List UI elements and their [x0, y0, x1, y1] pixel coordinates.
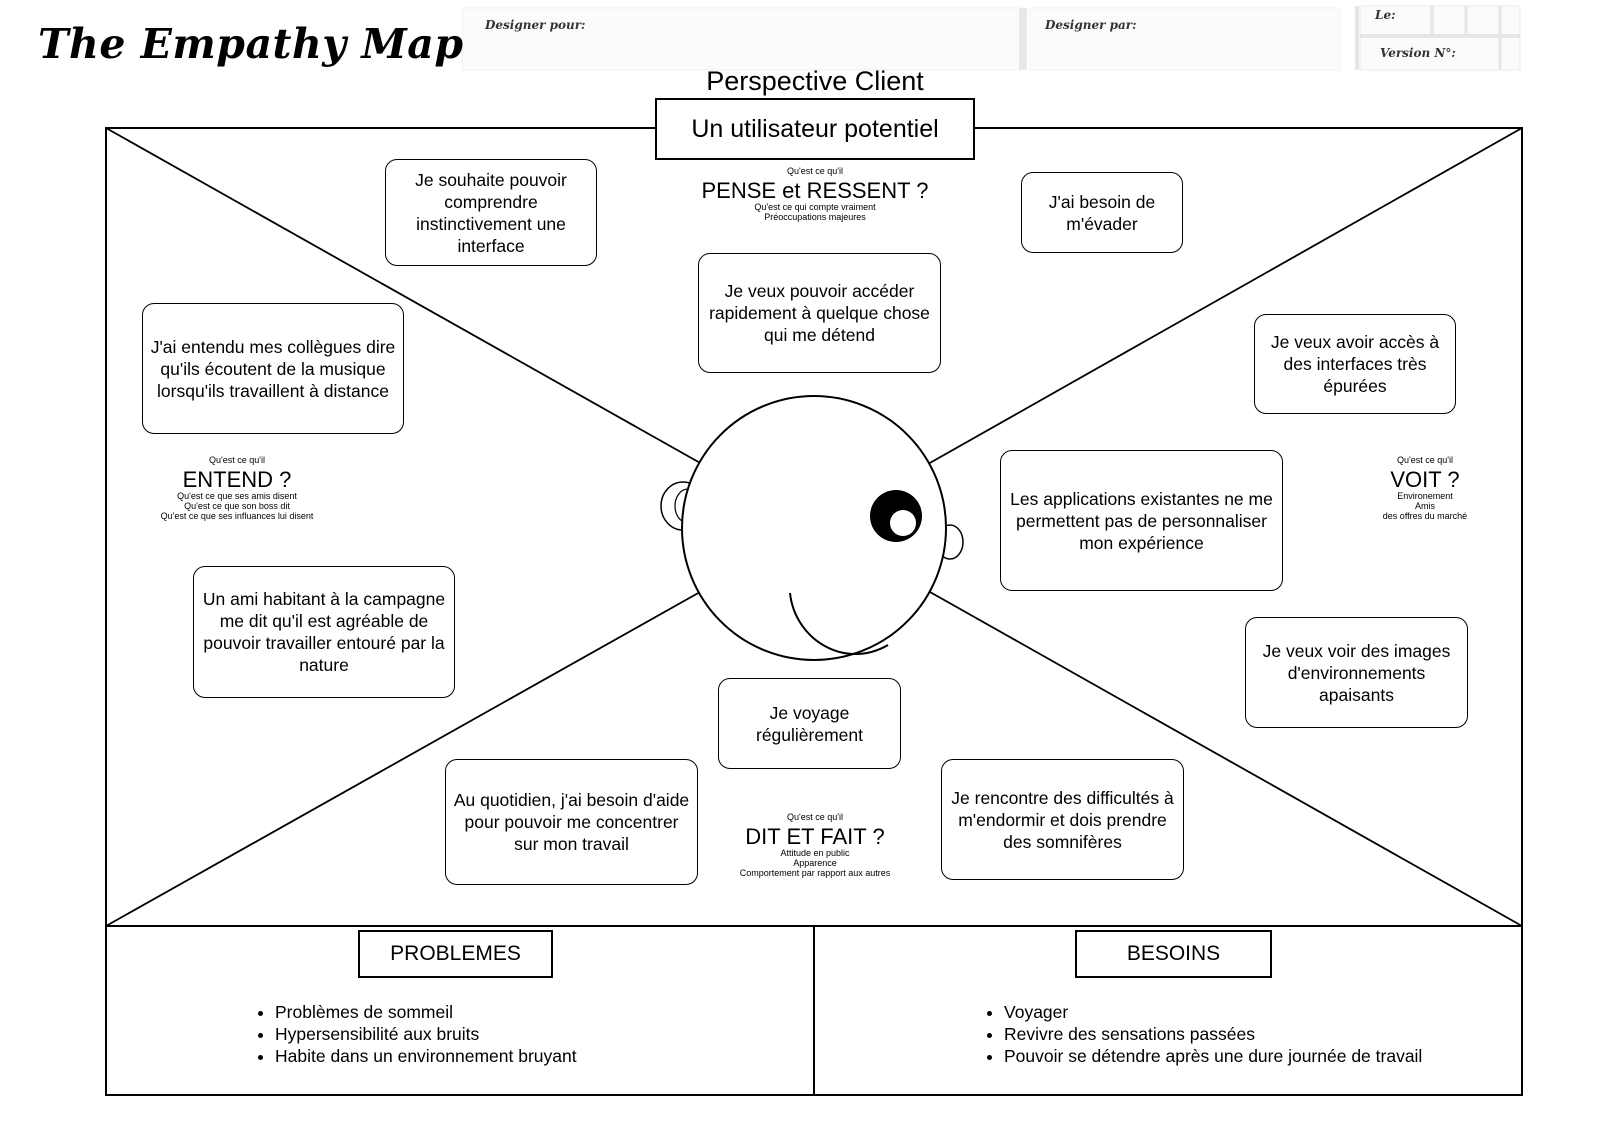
- zone-question: Qu'est ce qu'il: [787, 812, 843, 822]
- zone-subtext: Qu'est ce qui compte vraiment: [754, 202, 876, 213]
- diagonal-bottom-left: [105, 591, 701, 927]
- needs-list: Voyager Revivre des sensations passées P…: [980, 1001, 1422, 1067]
- diagonal-top-right: [927, 127, 1523, 465]
- note-friend-countryside[interactable]: Un ami habitant à la campagne me dit qu'…: [193, 566, 455, 698]
- note-travel[interactable]: Je voyage régulièrement: [718, 678, 901, 769]
- zone-subtext: Amis: [1415, 500, 1435, 511]
- zone-heading: PENSE et RESSENT ?: [701, 177, 929, 203]
- zone-hears: Qu'est ce qu'il ENTEND ? Qu'est ce que s…: [142, 455, 332, 522]
- needs-title-box: BESOINS: [1075, 930, 1272, 978]
- zone-subtext: Environement: [1397, 491, 1453, 502]
- list-item: Problèmes de sommeil: [275, 1001, 577, 1023]
- needs-title: BESOINS: [1126, 942, 1221, 965]
- designed-by-field: [1029, 7, 1341, 71]
- note-soothing-images[interactable]: Je veux voir des images d'environnements…: [1245, 617, 1468, 728]
- problems-title: PROBLEMES: [390, 942, 521, 965]
- zone-subtext: Préoccupations majeures: [764, 211, 866, 222]
- zone-heading: DIT ET FAIT ?: [745, 823, 885, 849]
- list-item: Revivre des sensations passées: [1004, 1023, 1422, 1045]
- note-access-relax[interactable]: Je veux pouvoir accéder rapidement à que…: [698, 253, 941, 373]
- note-focus-help[interactable]: Au quotidien, j'ai besoin d'aide pour po…: [445, 759, 698, 885]
- date-label: Le:: [1375, 8, 1396, 22]
- list-item: Hypersensibilité aux bruits: [275, 1023, 577, 1045]
- version-label: Version N°:: [1380, 46, 1456, 60]
- problems-title-box: PROBLEMES: [358, 930, 553, 978]
- zone-question: Qu'est ce qu'il: [1397, 455, 1453, 465]
- zone-question: Qu'est ce qu'il: [787, 166, 843, 176]
- note-escape[interactable]: J'ai besoin de m'évader: [1021, 172, 1183, 253]
- head-icon: [660, 395, 964, 661]
- zone-thinks-feels: Qu'est ce qu'il PENSE et RESSENT ? Qu'es…: [690, 166, 940, 223]
- zone-sees: Qu'est ce qu'il VOIT ? Environement Amis…: [1370, 455, 1480, 522]
- diagonal-top-left: [105, 127, 703, 465]
- zone-heading: VOIT ?: [1390, 466, 1460, 492]
- note-clean-interfaces[interactable]: Je veux avoir accès à des interfaces trè…: [1254, 314, 1456, 414]
- diagonal-bottom-right: [929, 591, 1523, 927]
- perspective-label: Perspective Client: [706, 66, 924, 96]
- problems-list: Problèmes de sommeil Hypersensibilité au…: [251, 1001, 577, 1067]
- designed-by-label: Designer par:: [1045, 18, 1137, 32]
- note-no-personalization[interactable]: Les applications existantes ne me permet…: [1000, 450, 1283, 591]
- zone-says-does: Qu'est ce qu'il DIT ET FAIT ? Attitude e…: [725, 812, 905, 879]
- zone-subtext: Comportement par rapport aux autres: [739, 867, 891, 878]
- zone-question: Qu'est ce qu'il: [209, 455, 265, 465]
- zone-subtext: Qu'est ce que ses amis disent: [177, 491, 297, 502]
- zone-heading: ENTEND ?: [182, 466, 292, 492]
- client-name-box: Un utilisateur potentiel: [655, 98, 975, 160]
- zone-subtext: Qu'est ce que ses influances lui disent: [160, 510, 314, 521]
- client-name: Un utilisateur potentiel: [691, 114, 939, 143]
- zone-subtext: Apparence: [793, 857, 837, 868]
- designed-for-field: [461, 7, 1023, 71]
- list-item: Voyager: [1004, 1001, 1422, 1023]
- designed-for-label: Designer pour:: [485, 18, 586, 32]
- zone-subtext: des offres du marché: [1382, 510, 1468, 521]
- note-sleep-difficulty[interactable]: Je rencontre des difficultés à m'endormi…: [941, 759, 1184, 880]
- note-colleagues-music[interactable]: J'ai entendu mes collègues dire qu'ils é…: [142, 303, 404, 434]
- zone-subtext: Qu'est ce que son boss dit: [184, 500, 290, 511]
- zone-subtext: Attitude en public: [780, 848, 850, 859]
- note-understand-interface[interactable]: Je souhaite pouvoir comprendre instincti…: [385, 159, 597, 266]
- list-item: Pouvoir se détendre après une dure journ…: [1004, 1045, 1422, 1067]
- page-title: The Empathy Map: [38, 20, 464, 68]
- list-item: Habite dans un environnement bruyant: [275, 1045, 577, 1067]
